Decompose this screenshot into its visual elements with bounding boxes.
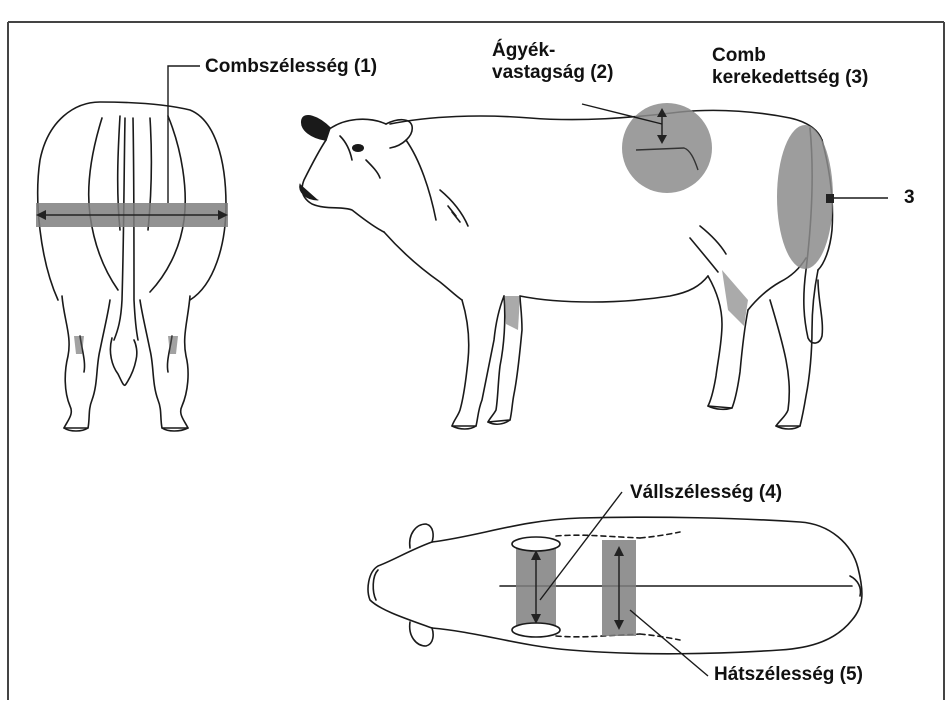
loin-thickness-circle	[622, 103, 712, 193]
image-frame	[8, 22, 944, 700]
back-width-label: Hátszélesség (5)	[714, 664, 863, 686]
thigh-roundness-marker-label: 3	[904, 187, 915, 209]
loin-thickness-label: Ágyék- vastagság (2)	[492, 40, 613, 84]
back-width-leader	[630, 610, 708, 676]
loin-thickness-label-line1: Ágyék-	[492, 40, 613, 62]
thigh-roundness-label-line2: kerekedettség (3)	[712, 67, 868, 89]
shoulder-width-label: Vállszélesség (4)	[630, 482, 782, 504]
thigh-roundness-label-line1: Comb	[712, 45, 868, 67]
rear-view-shading	[74, 336, 178, 354]
thigh-roundness-marker	[826, 194, 834, 203]
side-view-cow	[300, 110, 833, 429]
back-width-band	[602, 540, 636, 636]
rear-view-cow	[38, 102, 226, 431]
thigh-width-label: Combszélesség (1)	[205, 56, 377, 78]
shoulder-width-band	[512, 537, 560, 637]
thigh-roundness-ellipse	[777, 125, 833, 269]
thigh-roundness-label: Comb kerekedettség (3)	[712, 45, 868, 89]
loin-thickness-label-line2: vastagság (2)	[492, 62, 613, 84]
